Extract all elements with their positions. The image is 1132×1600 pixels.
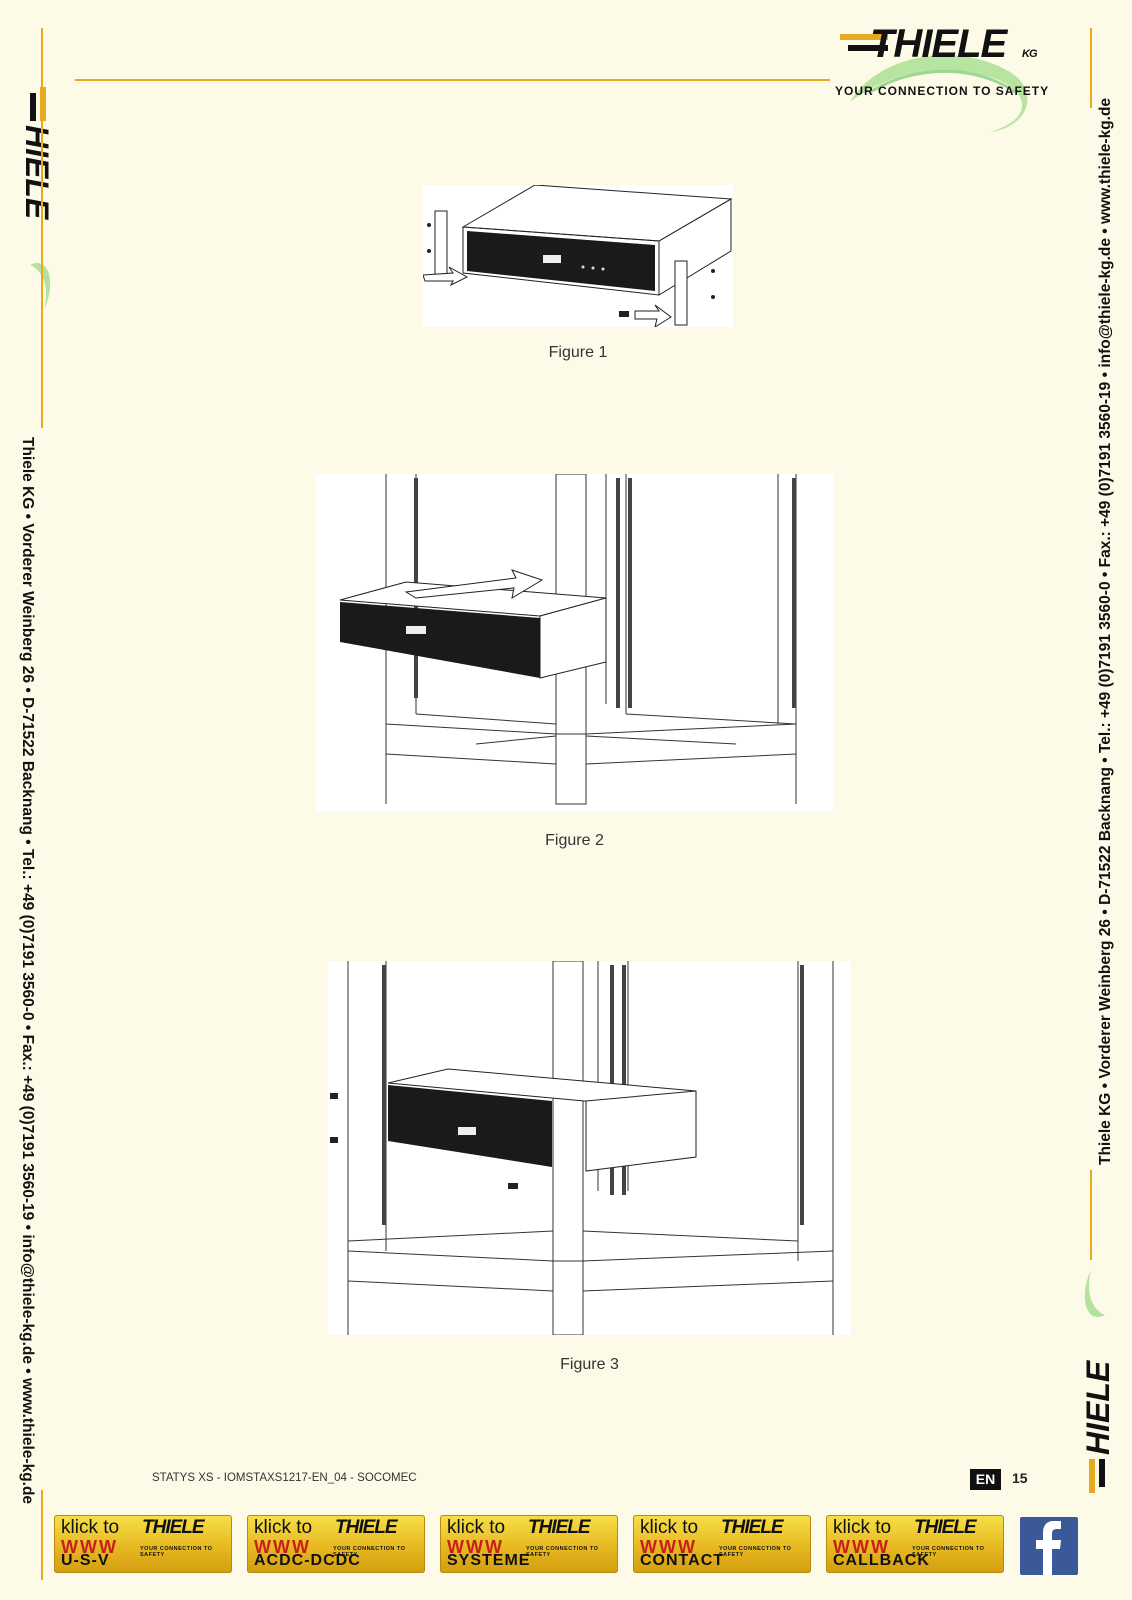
banner-slogan: YOUR CONNECTION TO SAFETY xyxy=(526,1546,599,1558)
figure-2-drawing xyxy=(339,473,797,805)
side-logo-left-graphic: HIELE xyxy=(19,87,55,310)
banner-category: SYSTEME xyxy=(447,1552,531,1569)
banner-slogan: YOUR CONNECTION TO SAFETY xyxy=(912,1546,985,1558)
logo-bars-icon xyxy=(840,34,888,51)
banner-brand: THIELE xyxy=(142,1517,205,1538)
side-logo-left: HIELE xyxy=(19,85,60,315)
header-rule xyxy=(75,79,830,81)
banner-www: WWW xyxy=(61,1537,118,1557)
banner-slogan: YOUR CONNECTION TO SAFETY xyxy=(333,1546,406,1558)
banner-klick-label: klick to xyxy=(640,1517,699,1538)
banner-brand: THIELE xyxy=(721,1517,784,1538)
banner-acdc-dcdc[interactable]: klick to THIELE WWW YOUR CONNECTION TO S… xyxy=(247,1515,425,1573)
figure-2-caption: Figure 2 xyxy=(545,832,604,849)
right-rule-bottom xyxy=(1090,1170,1092,1260)
banner-klick-label: klick to xyxy=(447,1517,506,1538)
brand-suffix: KG xyxy=(1022,48,1037,60)
brand-slogan: YOUR CONNECTION TO SAFETY xyxy=(835,84,1050,98)
banner-usv[interactable]: klick to THIELE WWW YOUR CONNECTION TO S… xyxy=(54,1515,232,1573)
figure-1-caption: Figure 1 xyxy=(548,344,608,361)
banner-www: WWW xyxy=(447,1537,504,1557)
green-swoosh-icon xyxy=(850,55,1028,132)
figure-1-drawing xyxy=(422,184,733,329)
banner-www: WWW xyxy=(254,1537,311,1557)
thiele-logo[interactable]: THIELE KG YOUR CONNECTION TO SAFETY xyxy=(835,22,1080,142)
facebook-button[interactable] xyxy=(1020,1517,1078,1575)
page-number: 15 xyxy=(1012,1470,1028,1486)
banner-www: WWW xyxy=(640,1537,697,1557)
figure-3-image xyxy=(328,960,851,1336)
svg-text:HIELE: HIELE xyxy=(1080,1359,1115,1455)
banner-systeme[interactable]: klick to THIELE WWW YOUR CONNECTION TO S… xyxy=(440,1515,618,1573)
banner-brand: THIELE xyxy=(914,1517,977,1538)
banner-callback[interactable]: klick to THIELE WWW YOUR CONNECTION TO S… xyxy=(826,1515,1004,1573)
document-reference: STATYS XS - IOMSTAXS1217-EN_04 - SOCOMEC xyxy=(152,1472,417,1484)
svg-text:HIELE: HIELE xyxy=(20,125,55,221)
figure-3-caption: Figure 3 xyxy=(560,1356,619,1373)
contact-line-left: Thiele KG • Vorderer Weinberg 26 • D-715… xyxy=(19,437,36,1505)
banner-brand: THIELE xyxy=(528,1517,591,1538)
side-logo-right: HIELE xyxy=(1075,1265,1116,1495)
banner-slogan: YOUR CONNECTION TO SAFETY xyxy=(140,1546,213,1558)
banner-brand: THIELE xyxy=(335,1517,398,1538)
figure-1-image xyxy=(422,184,733,329)
left-rule-bottom xyxy=(41,1490,43,1580)
banner-category: ACDC-DCDC xyxy=(254,1552,361,1569)
banner-category: U-S-V xyxy=(61,1552,110,1569)
language-badge: EN xyxy=(970,1469,1001,1490)
banner-slogan: YOUR CONNECTION TO SAFETY xyxy=(719,1546,792,1558)
left-rule-top xyxy=(41,28,43,428)
figure-3-drawing xyxy=(330,960,834,1336)
brand-name: THIELE xyxy=(870,22,1007,66)
facebook-icon xyxy=(1036,1521,1061,1575)
banner-klick-label: klick to xyxy=(254,1517,313,1538)
figure-2-image xyxy=(316,473,833,811)
contact-line-right: Thiele KG • Vorderer Weinberg 26 • D-715… xyxy=(1097,97,1114,1165)
right-rule-top xyxy=(1090,28,1092,108)
banner-category: CALLBACK xyxy=(833,1552,930,1569)
banner-klick-label: klick to xyxy=(61,1517,120,1538)
banner-www: WWW xyxy=(833,1537,890,1557)
side-logo-right-graphic: HIELE xyxy=(1080,1270,1116,1493)
banner-category: CONTACT xyxy=(640,1552,725,1569)
banner-klick-label: klick to xyxy=(833,1517,892,1538)
banner-contact[interactable]: klick to THIELE WWW YOUR CONNECTION TO S… xyxy=(633,1515,811,1573)
